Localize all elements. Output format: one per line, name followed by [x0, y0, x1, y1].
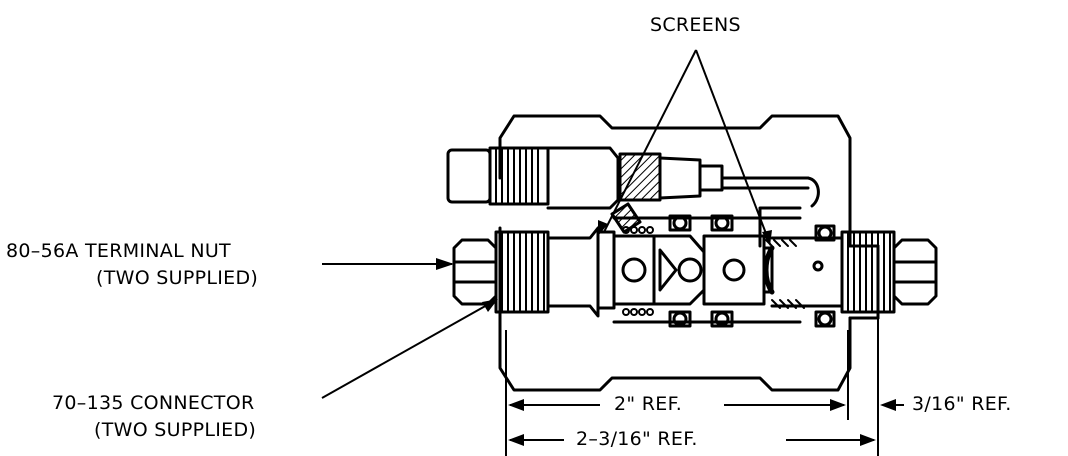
- terminal-nut-part-label: 80–56A TERMINAL NUT: [6, 240, 231, 262]
- connector-leader: [321, 299, 497, 399]
- main-body: [498, 226, 880, 392]
- dimension-overall-length: 2–3/16" REF.: [576, 428, 698, 450]
- terminal-nut-qty-label: (TWO SUPPLIED): [96, 267, 259, 289]
- connector-arrow: [482, 299, 498, 312]
- screens-arrow-left: [598, 220, 608, 236]
- screens-leader-right: [695, 49, 771, 245]
- dimension-offset: 3/16" REF.: [912, 393, 1012, 415]
- screens-label: SCREENS: [650, 14, 741, 36]
- check-valve-assembly: [596, 202, 802, 328]
- screens-leader-left: [603, 49, 697, 233]
- dimension-body-length: 2" REF.: [614, 393, 683, 415]
- connector-part-label: 70–135 CONNECTOR: [52, 392, 255, 414]
- connector-qty-label: (TWO SUPPLIED): [94, 419, 257, 441]
- left-connector: [494, 226, 600, 318]
- right-outlet: [763, 230, 938, 328]
- terminal-nut-arrow: [436, 258, 454, 270]
- left-terminal-nut: [452, 238, 498, 306]
- screens-arrow-right: [762, 230, 772, 246]
